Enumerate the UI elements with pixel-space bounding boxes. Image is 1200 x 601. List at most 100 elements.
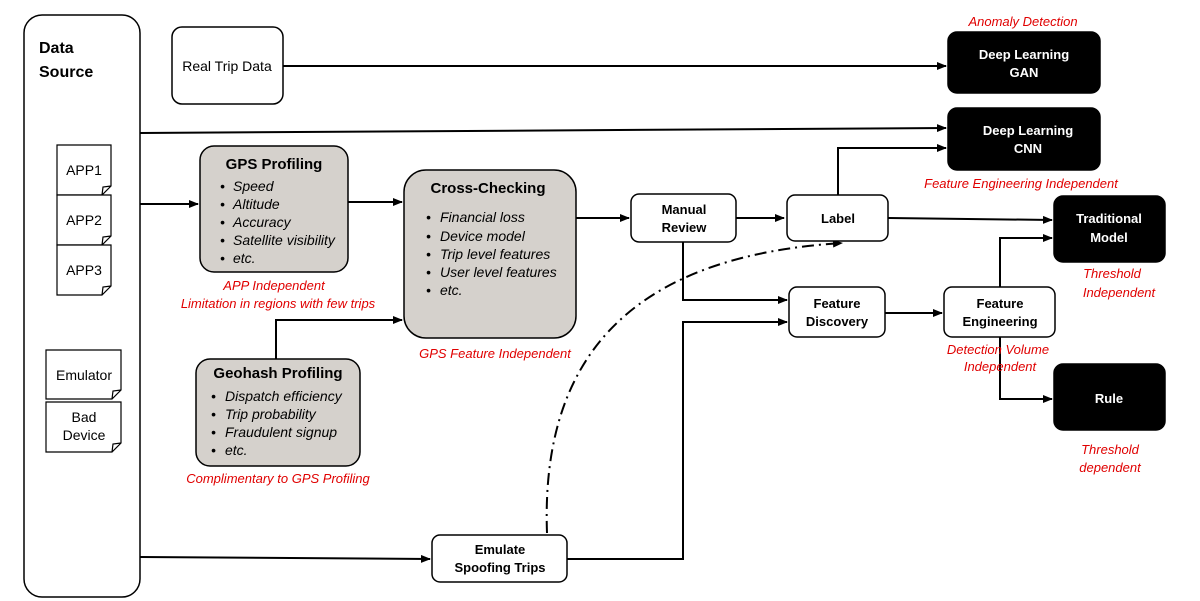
cross-item-2: Trip level features [440,246,550,262]
gps-item-bullet-2: • [220,214,225,230]
label-node: Label [786,194,889,242]
cross-item-bullet-1: • [426,228,431,244]
gps-item-bullet-1: • [220,196,225,212]
feature-engineering-line2: Engineering [962,314,1037,329]
data-source-panel: Data Source APP1 APP2 APP3 Emulator Bad … [23,14,141,598]
annotation-anomaly-detection: Anomaly Detection [967,14,1077,29]
cross-item-3: User level features [440,264,557,280]
gps-profiling-title: GPS Profiling [226,156,323,173]
edge-datasource-to-cnn [139,124,947,134]
gps-item-3: Satellite visibility [233,232,336,248]
gps-item-2: Accuracy [232,214,292,230]
edge-engineering-to-traditional [999,234,1053,287]
dl-cnn-node: Deep Learning CNN [947,107,1101,171]
real-trip-data-label: Real Trip Data [182,58,272,74]
annotation-threshold-dependent-line2: dependent [1079,460,1142,475]
geohash-item-bullet-0: • [211,388,216,404]
geohash-profiling-node: Geohash Profiling • Dispatch efficiency … [195,358,361,467]
manual-review-node: Manual Review [630,193,737,243]
annotation-gps-feature-independent: GPS Feature Independent [419,346,572,361]
gps-item-bullet-3: • [220,232,225,248]
cross-item-bullet-0: • [426,209,431,225]
app2-doc-icon [56,194,112,246]
edge-geohash-to-cross [275,316,403,359]
cross-item-4: etc. [440,282,463,298]
feature-engineering-node: Feature Engineering [943,286,1056,338]
geohash-profiling-title: Geohash Profiling [213,365,342,382]
dl-gan-node: Deep Learning GAN [947,31,1101,94]
label-node-text: Label [821,211,855,226]
gps-item-4: etc. [233,250,256,266]
cross-checking-node: Cross-Checking • Financial loss • Device… [403,169,577,339]
geohash-item-2: Fraudulent signup [225,424,337,440]
app3-label: APP3 [66,262,102,278]
geohash-item-bullet-2: • [211,424,216,440]
annotation-complimentary: Complimentary to GPS Profiling [186,471,370,486]
geohash-item-0: Dispatch efficiency [225,388,343,404]
edge-review-to-discovery [682,242,788,304]
rule-label: Rule [1095,391,1123,406]
emulate-spoofing-node: Emulate Spoofing Trips [431,534,568,583]
feature-discovery-node: Feature Discovery [788,286,886,338]
annotation-detection-volume-independent: Independent [964,359,1038,374]
traditional-line1: Traditional [1076,211,1142,226]
annotation-threshold-independent-line2: Independent [1083,285,1157,300]
bad-device-doc-icon [45,401,122,453]
dl-gan-line2: GAN [1010,65,1039,80]
traditional-model-node: Traditional Model [1053,195,1166,263]
geohash-item-3: etc. [225,442,248,458]
annotation-threshold-dependent-line1: Threshold [1081,442,1140,457]
edge-emulate-to-discovery [567,318,788,560]
app1-label: APP1 [66,162,102,178]
edge-emulate-to-label-dashed [545,239,843,534]
cross-item-bullet-4: • [426,282,431,298]
emulator-label: Emulator [56,367,112,383]
feature-engineering-line1: Feature [977,296,1024,311]
data-source-title-line2: Source [39,64,93,81]
emulate-line2: Spoofing Trips [455,560,546,575]
dl-gan-line1: Deep Learning [979,47,1069,62]
app3-doc-icon [56,244,112,296]
cross-item-bullet-3: • [426,264,431,280]
edge-datasource-to-emulate [139,554,431,563]
bad-device-label-line2: Device [63,427,106,443]
app1-doc-icon [56,144,112,196]
annotation-detection-volume: Detection Volume [947,342,1049,357]
manual-review-line2: Review [662,220,708,235]
geohash-item-bullet-3: • [211,442,216,458]
manual-review-line1: Manual [662,202,707,217]
edge-label-to-traditional [887,215,1053,224]
gps-profiling-node: GPS Profiling • Speed • Altitude • Accur… [199,145,349,273]
cross-item-bullet-2: • [426,246,431,262]
dl-cnn-line2: CNN [1014,141,1042,156]
annotation-threshold-independent-line1: Threshold [1083,266,1142,281]
geohash-item-bullet-1: • [211,406,216,422]
emulate-line1: Emulate [475,542,526,557]
feature-discovery-line2: Discovery [806,314,869,329]
annotation-feature-engineering-independent: Feature Engineering Independent [924,176,1119,191]
real-trip-data-node: Real Trip Data [171,26,284,105]
dl-cnn-line1: Deep Learning [983,123,1073,138]
gps-item-bullet-4: • [220,250,225,266]
cross-item-1: Device model [440,228,526,244]
data-source-title-line1: Data [39,40,74,57]
annotation-limitation: Limitation in regions with few trips [181,296,376,311]
geohash-item-1: Trip probability [225,406,317,422]
edges [139,62,1053,563]
gps-item-1: Altitude [232,196,280,212]
annotations: Anomaly Detection Feature Engineering In… [181,14,1157,486]
edge-engineering-to-rule [999,337,1053,403]
edge-label-to-cnn [837,144,947,195]
annotation-app-independent: APP Independent [222,278,326,293]
feature-discovery-line1: Feature [814,296,861,311]
gps-item-0: Speed [233,178,275,194]
bad-device-label-line1: Bad [72,409,97,425]
rule-node: Rule [1053,363,1166,431]
gps-item-bullet-0: • [220,178,225,194]
app2-label: APP2 [66,212,102,228]
cross-item-0: Financial loss [440,209,525,225]
emulator-doc-icon [45,349,122,400]
cross-checking-title: Cross-Checking [430,180,545,197]
traditional-line2: Model [1090,230,1128,245]
